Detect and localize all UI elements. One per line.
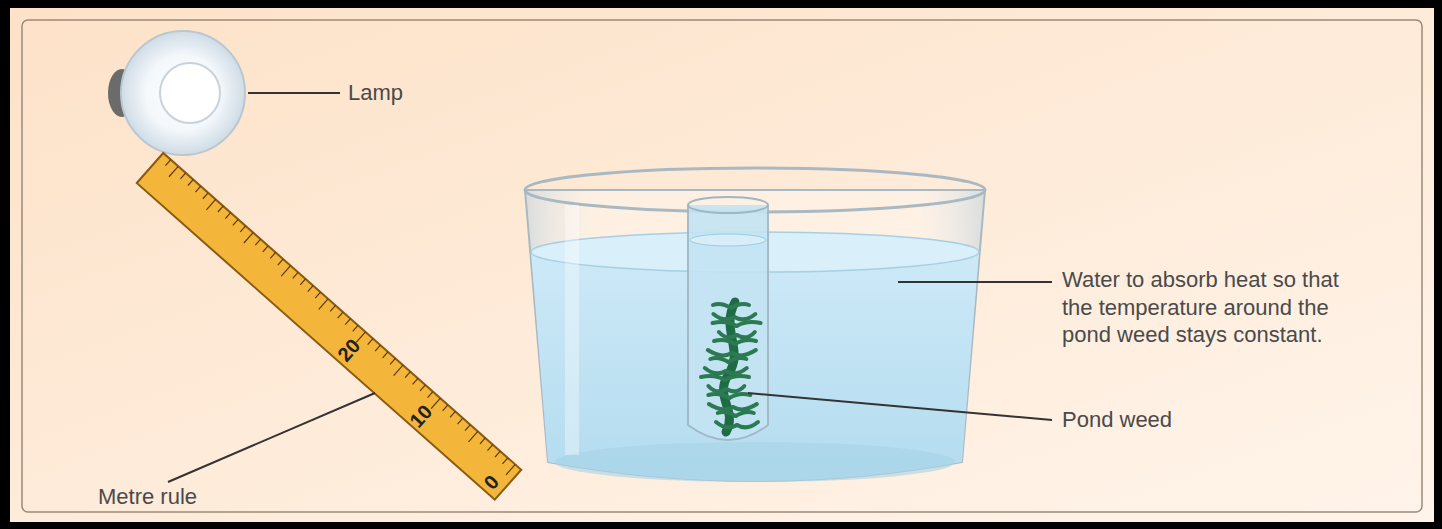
part-label: Lamp — [348, 79, 403, 107]
pond-weed — [701, 302, 761, 432]
test-tube — [688, 197, 768, 440]
leader-line — [748, 393, 1052, 420]
leader-line — [248, 92, 340, 94]
beaker — [525, 168, 985, 482]
note-text: Water to absorb heat so that the tempera… — [1062, 266, 1372, 349]
part-label: Metre rule — [98, 483, 197, 511]
part-label: Pond weed — [1062, 406, 1172, 434]
leader-line — [168, 393, 375, 482]
metre-rule — [137, 153, 522, 500]
lamp-drawing — [108, 31, 245, 155]
leader-line — [898, 281, 1052, 283]
